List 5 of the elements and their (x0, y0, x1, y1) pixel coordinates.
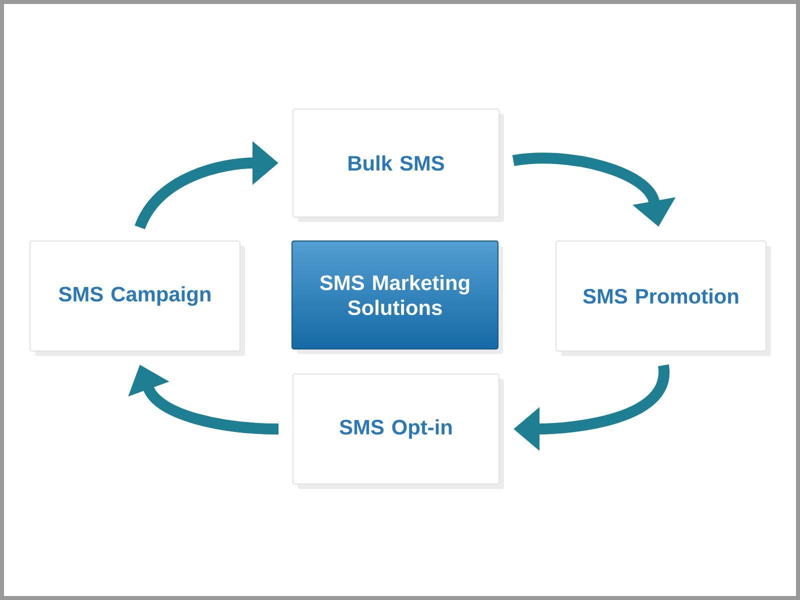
process-box: SMS Promotion (556, 240, 771, 356)
process-box: SMS Opt-in (292, 374, 504, 489)
process-box: SMS Campaign (30, 240, 245, 356)
process-box: Bulk SMS (292, 108, 504, 222)
center-box: SMS Marketing Solutions (292, 240, 503, 354)
